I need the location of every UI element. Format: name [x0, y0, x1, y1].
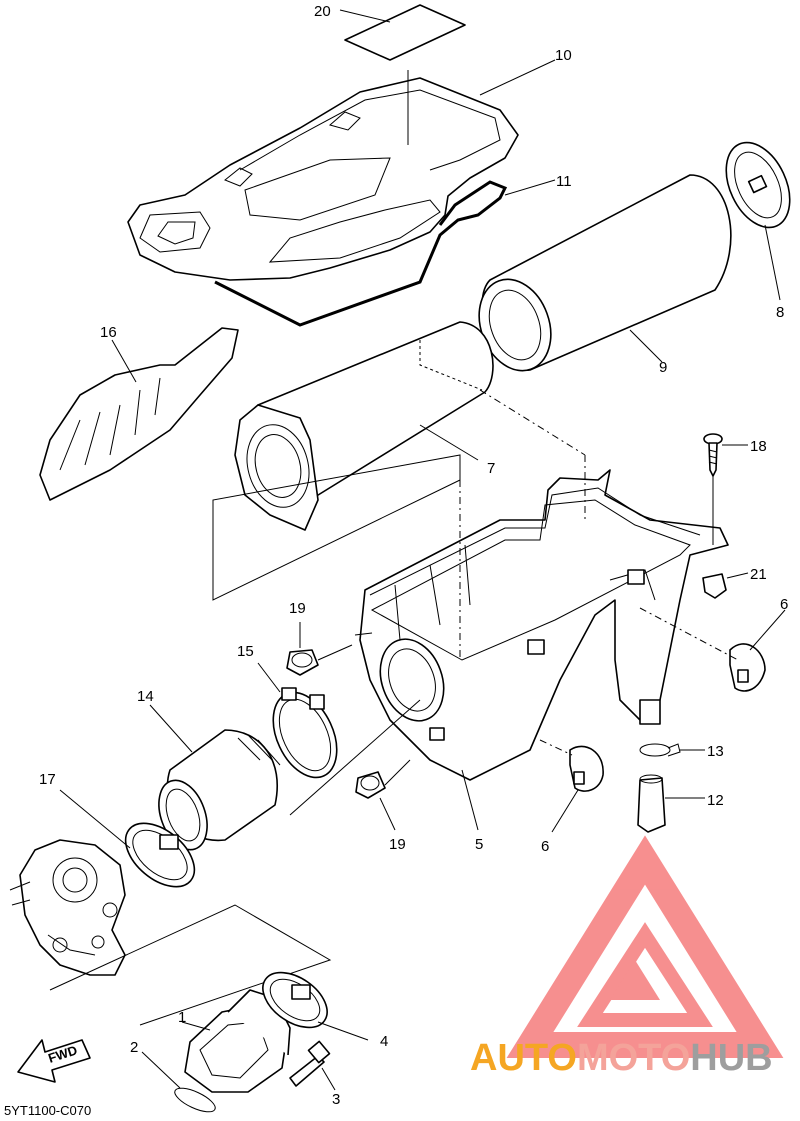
callout-2: 2 — [130, 1039, 138, 1056]
svg-text:AUTOMOTOHUB: AUTOMOTOHUB — [470, 1037, 773, 1079]
callout-6-lower: 6 — [541, 838, 549, 855]
callout-3: 3 — [332, 1091, 340, 1108]
callout-21: 21 — [750, 566, 767, 583]
callout-18: 18 — [750, 438, 767, 455]
part-12-drain-hose — [637, 774, 705, 833]
inset-bracket-outline — [49, 904, 332, 1026]
watermark-part-moto: MOTO — [577, 1037, 690, 1079]
callout-16: 16 — [100, 324, 117, 341]
part-18-screw — [703, 433, 748, 477]
part-16-guard-plate — [39, 327, 239, 501]
callout-20: 20 — [314, 3, 331, 20]
part-8-end-cap — [725, 141, 791, 301]
part-9-filter-element — [478, 174, 732, 372]
part-3-bolt — [289, 1040, 336, 1091]
callout-14: 14 — [137, 688, 154, 705]
callout-7: 7 — [487, 460, 495, 477]
part-19-grommet-lower — [355, 759, 411, 831]
part-7-filter-case — [212, 321, 494, 601]
watermark-part-auto: AUTO — [470, 1037, 577, 1079]
callout-13: 13 — [707, 743, 724, 760]
carburetor-reference — [9, 839, 126, 976]
callout-4: 4 — [380, 1033, 388, 1050]
part-5-airbox-body — [289, 389, 729, 831]
callout-9: 9 — [659, 359, 667, 376]
callout-12: 12 — [707, 792, 724, 809]
part-20-label-sticker — [339, 4, 466, 61]
callout-17: 17 — [39, 771, 56, 788]
part-17-carb-clamp — [59, 789, 196, 888]
part-6-clip-lower — [539, 739, 604, 833]
callout-8: 8 — [776, 304, 784, 321]
callout-19-lower: 19 — [389, 836, 406, 853]
callout-15: 15 — [237, 643, 254, 660]
callout-6-upper: 6 — [780, 596, 788, 613]
part-2-o-ring — [141, 1051, 216, 1113]
part-6-clip-upper — [639, 607, 786, 692]
callout-1: 1 — [178, 1009, 186, 1026]
part-19-grommet-upper — [286, 622, 353, 676]
part-14-air-duct-joint — [149, 704, 281, 851]
watermark-logo — [506, 835, 784, 1058]
part-11-gasket — [214, 179, 556, 327]
fwd-direction-arrow: FWD — [17, 1039, 91, 1083]
watermark-wordmark: AUTOMOTOHUB — [470, 1037, 773, 1079]
callout-19-upper: 19 — [289, 600, 306, 617]
part-4-clamp — [262, 971, 369, 1041]
part-13-hose-clip — [639, 743, 705, 757]
part-15-hose-clamp — [257, 662, 338, 779]
callout-10: 10 — [555, 47, 572, 64]
part-21-clip-nut — [702, 572, 749, 599]
callout-5: 5 — [475, 836, 483, 853]
part-10-airbox-cover — [127, 59, 556, 281]
watermark-part-hub: HUB — [690, 1037, 772, 1079]
callout-11: 11 — [556, 173, 572, 190]
diagram-code: 5YT1100-C070 — [4, 1103, 91, 1118]
